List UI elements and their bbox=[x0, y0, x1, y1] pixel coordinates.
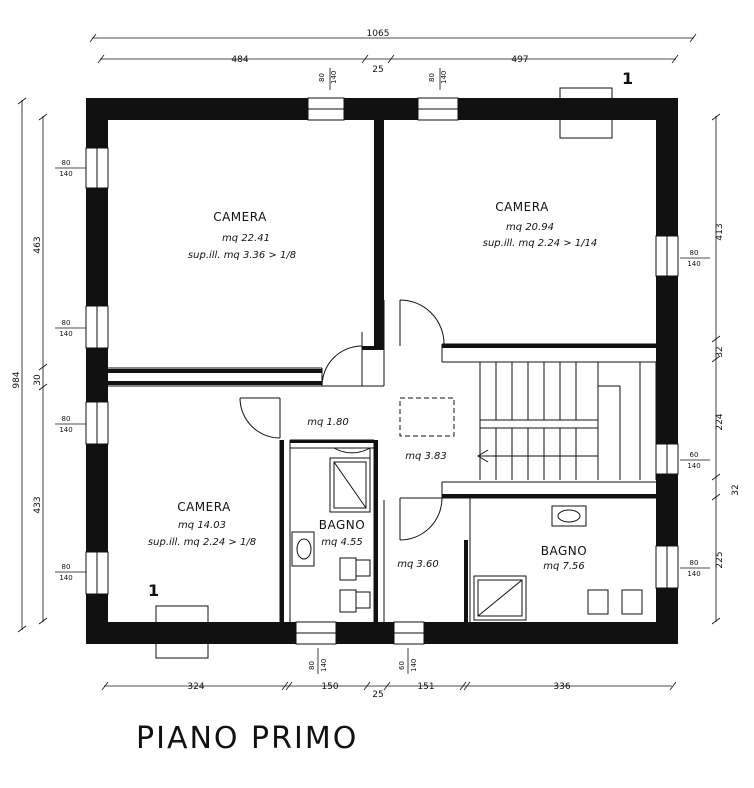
dim-top-win1-a: 80 bbox=[318, 73, 326, 82]
dim-bottom-win2-a: 60 bbox=[398, 661, 406, 670]
dim-bottom-2: 150 bbox=[321, 682, 338, 692]
door-camera-sw bbox=[239, 397, 281, 439]
dim-left-win4-b: 140 bbox=[59, 574, 72, 582]
dim-left-mid: 30 bbox=[33, 374, 43, 386]
dim-left-win2-a: 80 bbox=[62, 319, 71, 327]
room-camera-nw-area: mq 22.41 bbox=[222, 233, 270, 244]
dim-top-win1-b: 140 bbox=[330, 71, 338, 84]
door-camera-nw bbox=[321, 345, 363, 387]
fixtures bbox=[291, 457, 643, 621]
room-camera-sw-name: CAMERA bbox=[177, 500, 231, 514]
room-camera-ne-area: mq 20.94 bbox=[506, 222, 554, 233]
dim-left-lower: 433 bbox=[33, 496, 43, 513]
wall-outlines bbox=[108, 120, 657, 622]
dim-right-32b: 32 bbox=[731, 484, 741, 495]
room-camera-sw-light: sup.ill. mq 2.24 > 1/8 bbox=[148, 537, 256, 548]
dim-left-win4-a: 80 bbox=[62, 563, 71, 571]
room-bagno-large-name: BAGNO bbox=[541, 544, 587, 558]
room-camera-nw-light: sup.ill. mq 3.36 > 1/8 bbox=[188, 250, 296, 261]
room-bagno-small-name: BAGNO bbox=[319, 518, 365, 532]
dim-left-win3-a: 80 bbox=[62, 415, 71, 423]
dim-right-32a: 32 bbox=[715, 346, 725, 357]
room-camera-ne-light: sup.ill. mq 2.24 > 1/14 bbox=[483, 238, 598, 249]
room-bagno-small-area: mq 4.55 bbox=[321, 537, 363, 548]
section-label-top: 1 bbox=[622, 69, 633, 88]
section-box-bottom bbox=[155, 605, 209, 659]
room-landing-area: mq 3.83 bbox=[405, 451, 447, 462]
dim-bottom-win1-b: 140 bbox=[320, 659, 328, 672]
dim-bottom-win2-b: 140 bbox=[410, 659, 418, 672]
sink-large bbox=[551, 505, 587, 527]
dim-bottom-1: 324 bbox=[187, 682, 204, 692]
dim-top-win2-a: 80 bbox=[428, 73, 436, 82]
dim-left-upper: 463 bbox=[33, 236, 43, 253]
toilet-large bbox=[621, 589, 643, 615]
top-dimensions: 1065 484 25 497 80 140 80 140 bbox=[89, 29, 697, 90]
section-label-bottom: 1 bbox=[148, 581, 159, 600]
dim-bottom-5: 336 bbox=[553, 682, 570, 692]
bidet-large bbox=[587, 589, 609, 615]
dim-bottom-win1-a: 80 bbox=[308, 661, 316, 670]
dim-top-left: 484 bbox=[231, 55, 248, 65]
dim-right-224: 224 bbox=[715, 413, 725, 430]
dim-bottom-4: 151 bbox=[417, 682, 434, 692]
door-corridor bbox=[399, 497, 443, 541]
page-title: PIANO PRIMO bbox=[136, 721, 358, 756]
dim-left-total: 984 bbox=[12, 371, 22, 388]
dim-left-win3-b: 140 bbox=[59, 426, 72, 434]
left-dimensions: 984 463 30 433 80 140 80 140 80 140 80 1… bbox=[12, 97, 88, 633]
windows bbox=[85, 97, 679, 645]
dim-right-225: 225 bbox=[715, 551, 725, 568]
dim-right-win1-b: 140 bbox=[687, 260, 700, 268]
dim-right-win1-a: 80 bbox=[690, 249, 699, 257]
bottom-dimensions: 324 150 25 151 336 80 140 60 140 bbox=[101, 648, 677, 700]
dim-left-win2-b: 140 bbox=[59, 330, 72, 338]
skylight-outline bbox=[399, 397, 455, 437]
dim-top-mid: 25 bbox=[372, 65, 383, 75]
stairs bbox=[399, 362, 621, 480]
room-labels: CAMERA mq 22.41 sup.ill. mq 3.36 > 1/8 C… bbox=[148, 200, 597, 572]
dim-top-win2-b: 140 bbox=[440, 71, 448, 84]
dim-bottom-3: 25 bbox=[372, 690, 383, 700]
room-bagno-large-area: mq 7.56 bbox=[543, 561, 585, 572]
doors bbox=[239, 299, 445, 541]
room-camera-nw-name: CAMERA bbox=[213, 210, 267, 224]
right-dimensions: 413 32 224 32 225 80 140 60 140 80 140 bbox=[680, 113, 741, 625]
dim-right-win3-a: 80 bbox=[690, 559, 699, 567]
room-corridor-area: mq 3.60 bbox=[397, 559, 439, 570]
shower-small bbox=[329, 457, 371, 513]
dim-left-win1-b: 140 bbox=[59, 170, 72, 178]
section-marks: 1 1 bbox=[148, 69, 633, 659]
dim-top-right: 497 bbox=[511, 55, 528, 65]
sink-small bbox=[291, 531, 315, 567]
dim-right-win2-b: 140 bbox=[687, 462, 700, 470]
dim-right-win3-b: 140 bbox=[687, 570, 700, 578]
shower-large bbox=[473, 575, 527, 621]
room-camera-ne-name: CAMERA bbox=[495, 200, 549, 214]
dim-right-upper: 413 bbox=[715, 223, 725, 240]
dim-top-total: 1065 bbox=[367, 29, 390, 39]
door-camera-ne bbox=[399, 299, 445, 346]
room-hall-area: mq 1.80 bbox=[307, 417, 349, 428]
section-box-top bbox=[559, 87, 613, 139]
room-camera-sw-area: mq 14.03 bbox=[178, 520, 226, 531]
dim-left-win1-a: 80 bbox=[62, 159, 71, 167]
dim-right-win2-a: 60 bbox=[690, 451, 699, 459]
